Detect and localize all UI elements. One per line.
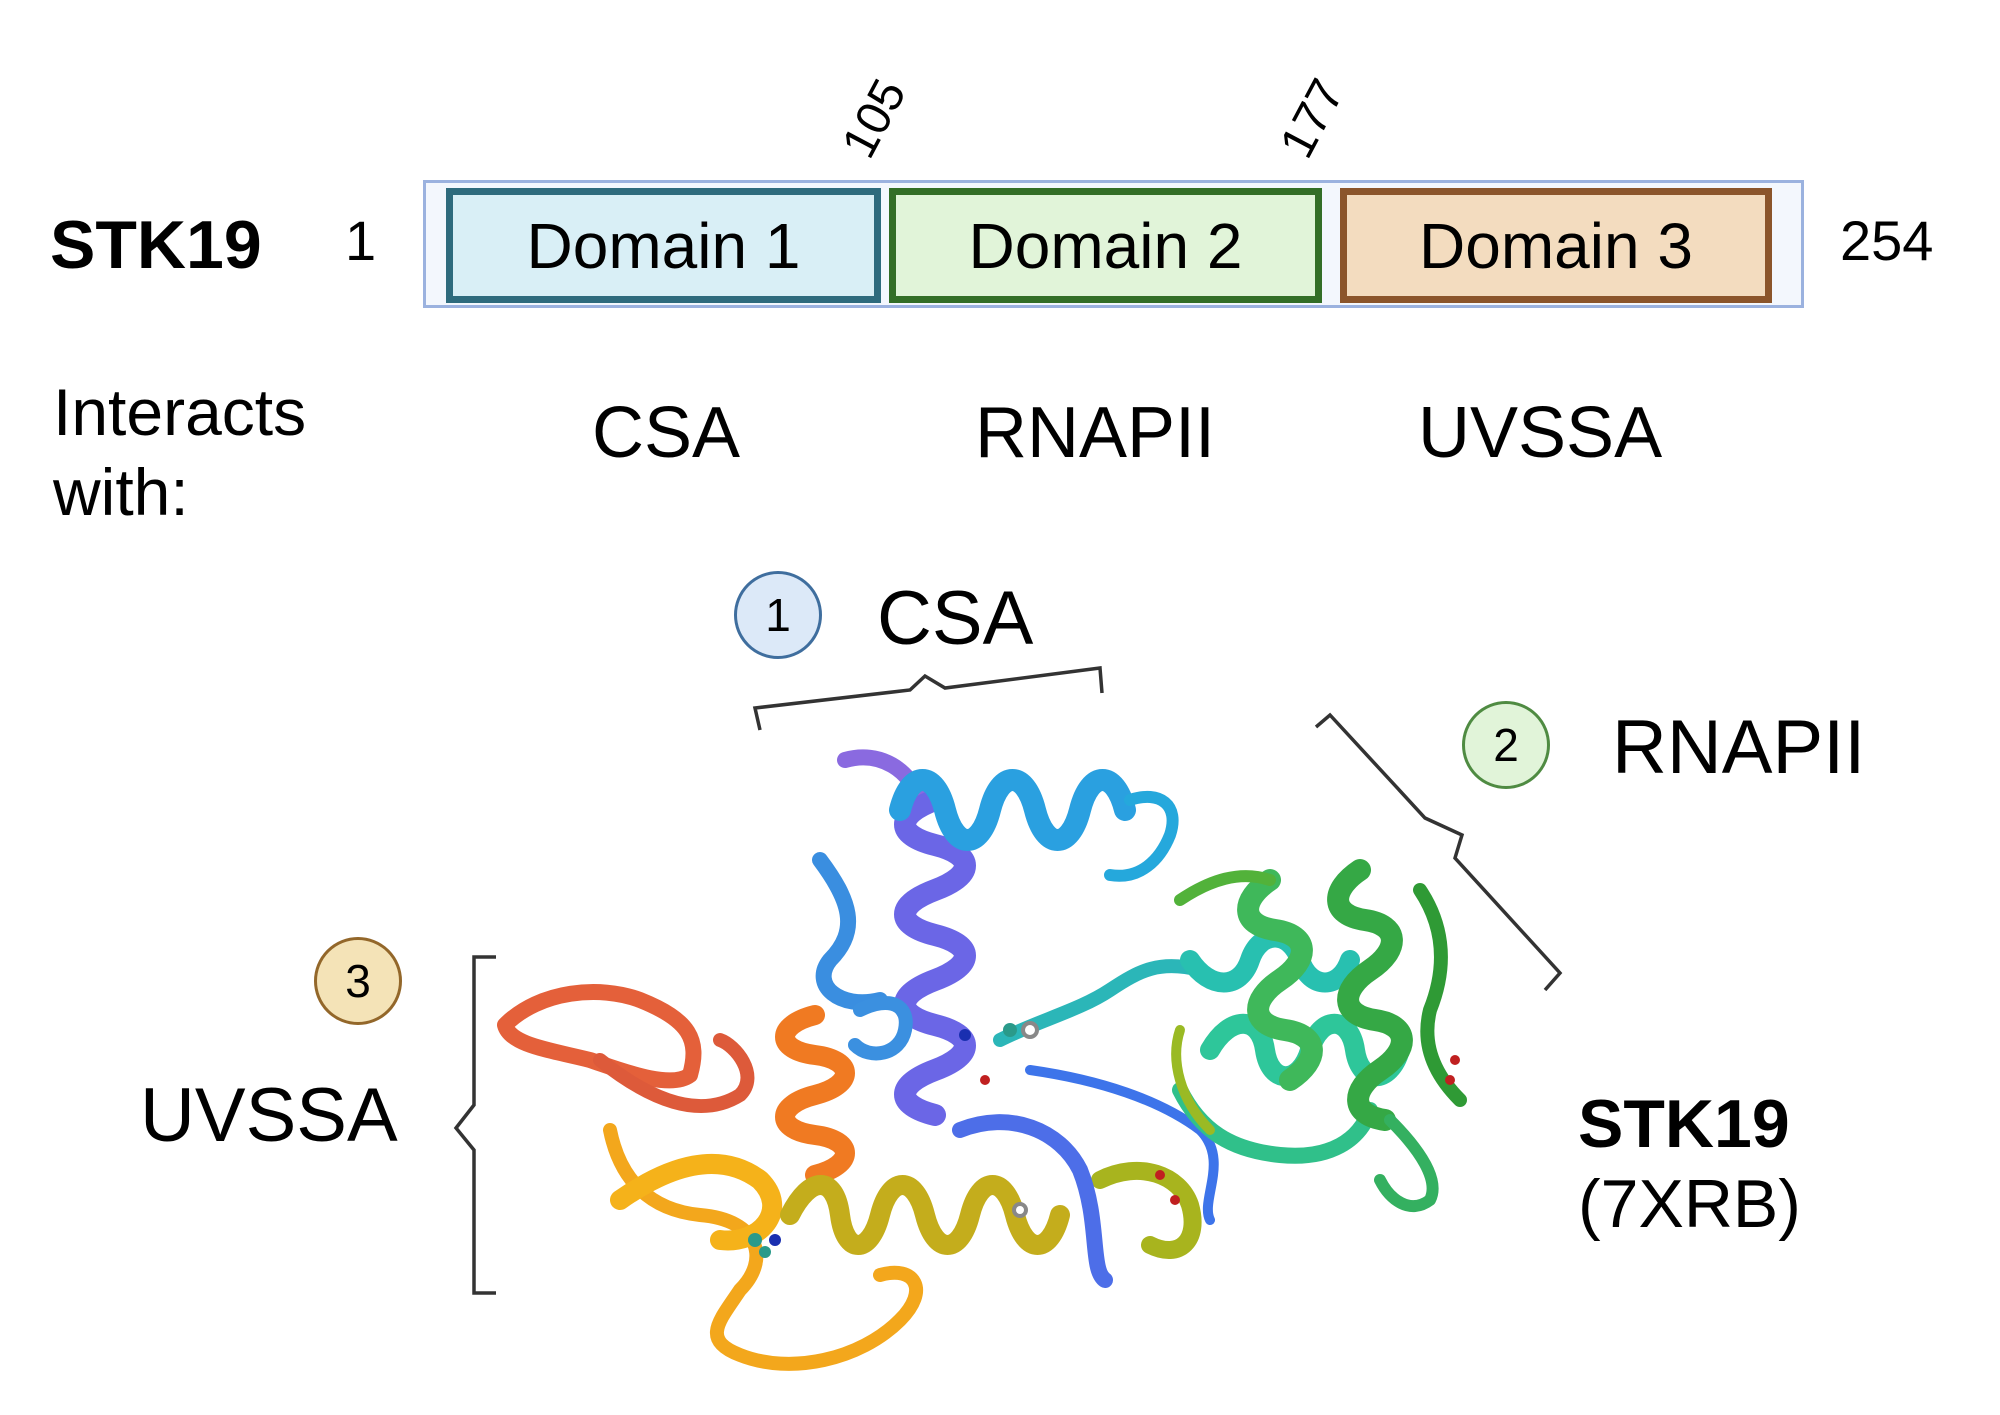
protein-name: STK19 [50, 207, 262, 283]
partner-uvssa: UVSSA [1418, 393, 1663, 473]
site-2-badge: 2 [1462, 701, 1550, 789]
site-2-label: RNAPII [1612, 705, 1866, 790]
domain-2-box: Domain 2 [889, 188, 1322, 303]
csa-bracket [752, 666, 1104, 731]
site-3-number: 3 [345, 955, 371, 1007]
domain-3-box: Domain 3 [1340, 188, 1772, 303]
sequence-start-label: 1 [345, 209, 377, 272]
ligand-sticks [748, 1021, 1460, 1258]
uvssa-bracket [453, 955, 496, 1295]
structure-name: STK19 [1578, 1086, 1790, 1162]
site-3-badge: 3 [314, 937, 402, 1025]
protein-structure [497, 749, 1467, 1371]
interacts-with-label: Interacts with: [53, 375, 307, 529]
site-1-label: CSA [877, 576, 1034, 661]
domain-1-box: Domain 1 [446, 188, 881, 303]
site-1-badge: 1 [734, 571, 822, 659]
site-3-label: UVSSA [140, 1073, 398, 1158]
domain-3-label: Domain 3 [1419, 209, 1693, 282]
sequence-end-label: 254 [1840, 209, 1934, 272]
rnapii-bracket [1314, 712, 1563, 992]
partner-csa: CSA [592, 393, 741, 473]
domain-2-label: Domain 2 [968, 209, 1243, 282]
domain-1-label: Domain 1 [526, 209, 801, 282]
partner-rnapii: RNAPII [975, 393, 1216, 473]
site-1-number: 1 [765, 589, 791, 641]
structure-pdb-id: (7XRB) [1578, 1166, 1801, 1242]
site-2-number: 2 [1493, 719, 1519, 771]
